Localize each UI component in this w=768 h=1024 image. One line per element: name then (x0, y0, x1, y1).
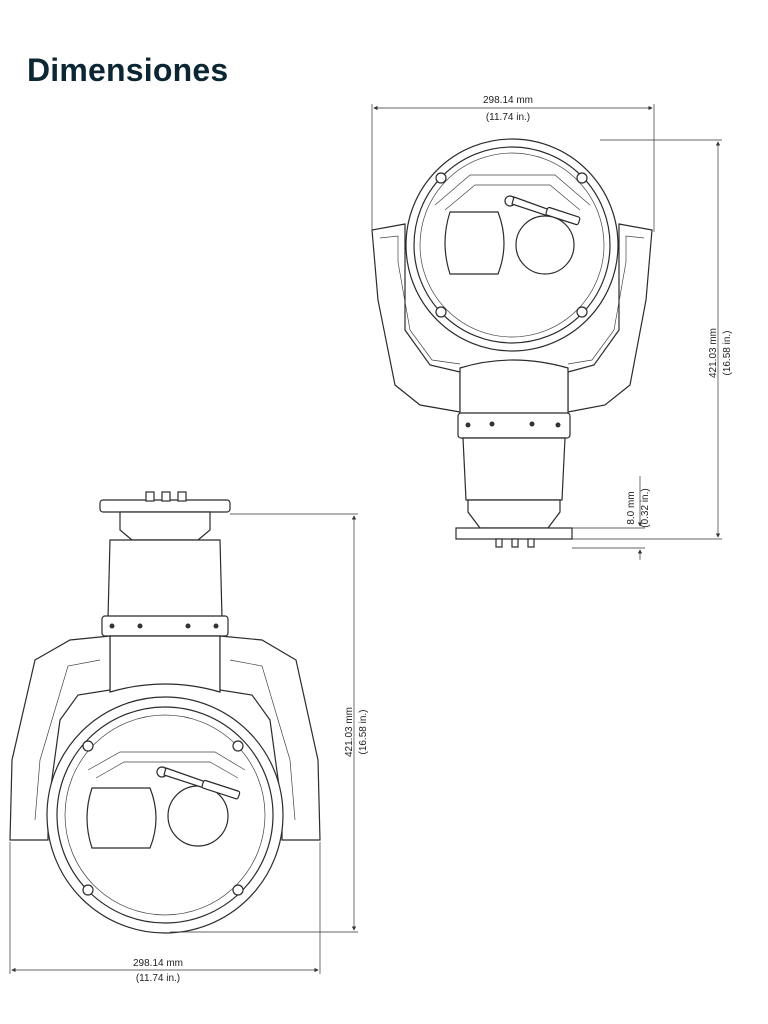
top-width-mm: 298.14 mm (483, 95, 533, 106)
bottom-height-mm: 421.03 mm (344, 707, 355, 757)
top-height-mm: 421.03 mm (708, 328, 719, 378)
camera-inverted-view-bottom (9, 491, 321, 934)
bottom-view-dimensions: 421.03 mm (16.58 in.) 298.14 mm (11.74 i… (9, 513, 369, 984)
top-height-in: (16.58 in.) (722, 330, 733, 375)
page-title: Dimensiones (27, 52, 229, 88)
top-width-in: (11.74 in.) (486, 112, 530, 123)
top-view-dimensions: 298.14 mm (11.74 in.) 421.03 mm (16.58 i… (371, 95, 733, 560)
top-base-in: (0.32 in.) (640, 488, 651, 527)
bottom-height-in: (16.58 in.) (358, 709, 369, 754)
camera-front-view-top (371, 138, 653, 548)
bottom-width-mm: 298.14 mm (133, 958, 183, 969)
bottom-width-in: (11.74 in.) (136, 973, 180, 984)
top-base-mm: 8.0 mm (626, 491, 637, 524)
